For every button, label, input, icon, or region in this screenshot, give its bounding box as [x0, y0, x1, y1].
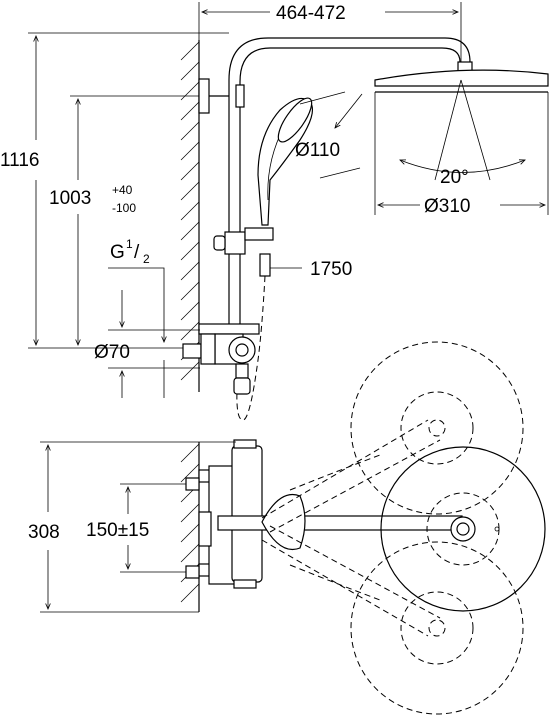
mixer-diameter-dim — [108, 290, 200, 398]
thread-leader — [108, 267, 164, 342]
slider-knob — [213, 235, 226, 251]
centers-label: 150±15 — [86, 520, 149, 541]
spray-angle-label: 20° — [440, 167, 469, 188]
handshower-diameter-label: Ø110 — [295, 140, 340, 161]
thread-denominator: 2 — [143, 252, 150, 266]
hose-connector — [259, 253, 271, 277]
head-diameter-label: Ø310 — [424, 196, 470, 217]
centers-dim — [120, 483, 186, 573]
projection-label: 308 — [28, 522, 60, 543]
riser-pipe — [228, 37, 471, 330]
thermostat-mixer — [182, 323, 260, 395]
thread-slash: / — [134, 242, 140, 263]
wall-hatch-lower — [180, 442, 200, 612]
hand-shower — [257, 97, 313, 226]
bracket-clamp — [235, 84, 245, 108]
mixer-plan — [185, 439, 263, 589]
shower-head — [374, 61, 549, 93]
total-height-dim — [28, 32, 229, 349]
handshower-tol-plus: +40 — [112, 183, 133, 197]
wall-bracket — [198, 78, 210, 114]
arm-width-label: 464-472 — [276, 3, 346, 24]
handshower-height-dim — [70, 95, 199, 345]
side-elevation: 20° Ø310 464-472 Ø110 — [0, 2, 549, 421]
thread-numerator: 1 — [126, 237, 133, 251]
projection-dim — [40, 441, 236, 613]
head-plan — [380, 446, 546, 612]
thread-label: G — [110, 242, 125, 263]
arm-plan — [217, 494, 463, 550]
plan-view: 308 150±15 — [28, 341, 546, 715]
wall-hatch-upper — [180, 40, 200, 392]
total-height-label: 1116 — [0, 150, 39, 171]
head-diameter-dim — [374, 92, 549, 215]
spray-angle-lines — [400, 79, 525, 181]
hose-length-label: 1750 — [310, 259, 352, 280]
slider — [224, 231, 246, 255]
handshower-tol-minus: -100 — [112, 201, 136, 215]
mixer-diameter-label: Ø70 — [94, 342, 130, 363]
hose — [236, 275, 266, 421]
handshower-diameter-dim — [299, 91, 363, 179]
holder — [244, 227, 274, 241]
rotated-positions — [261, 341, 524, 715]
arm-width-dim — [198, 2, 462, 62]
handshower-height-label: 1003 — [49, 188, 91, 209]
